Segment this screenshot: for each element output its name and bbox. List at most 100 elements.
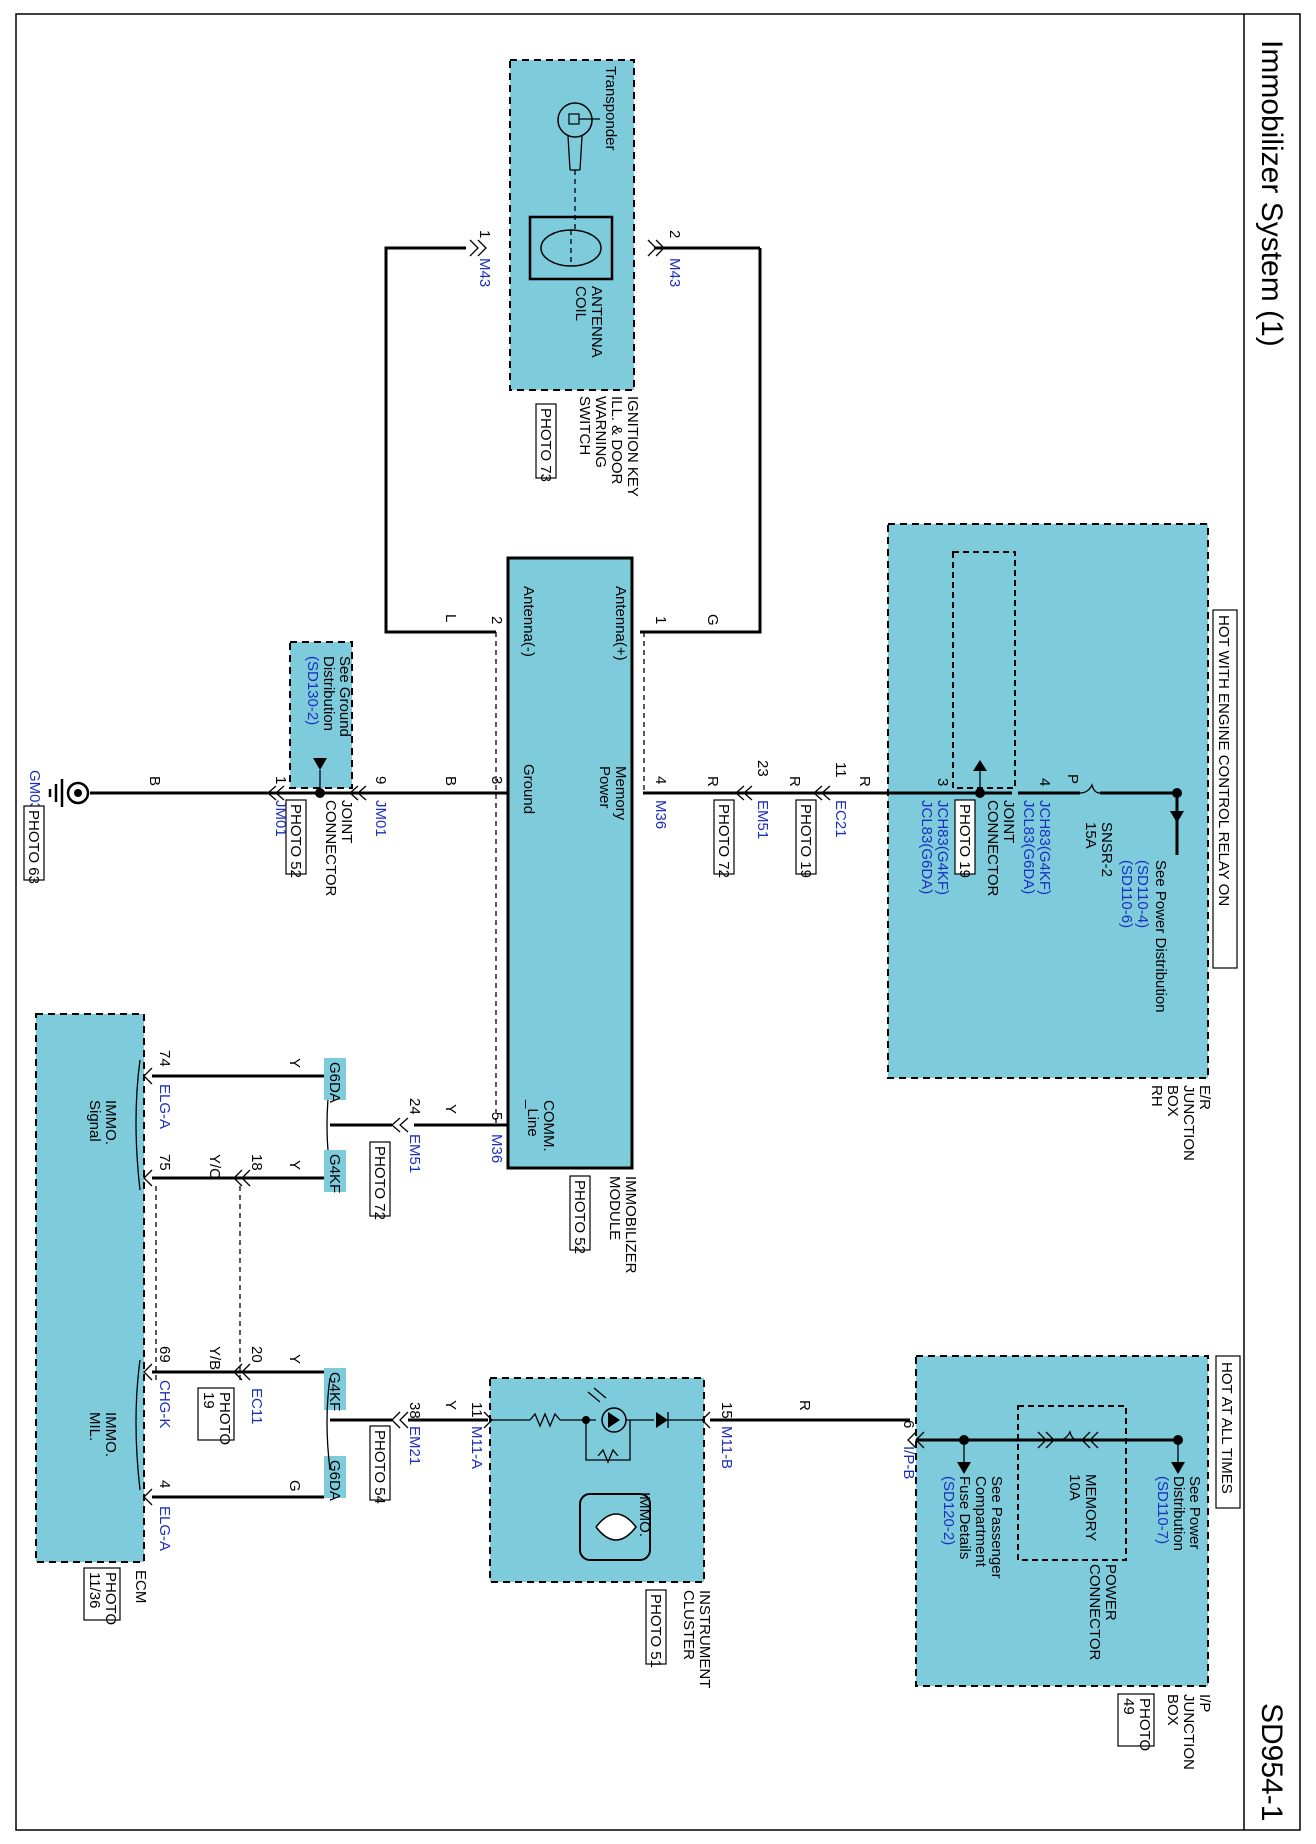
instrument-cluster: IMMO. INSTRUMENT CLUSTER PHOTO 51	[489, 1377, 713, 1688]
em21-conn[interactable]: EM21	[406, 1426, 423, 1465]
ec11-photo-box	[197, 1387, 235, 1441]
cluster-name-1: INSTRUMENT	[696, 1590, 713, 1688]
m43-conn-1[interactable]: M43	[476, 258, 493, 287]
jm01-pin9-icon	[349, 785, 367, 801]
m11b-pin: 15	[718, 1402, 735, 1419]
ignition-name-3: WARNING	[592, 396, 609, 468]
wire-color-y-mil: Y	[442, 1400, 459, 1410]
joint-gnd-ref[interactable]: (SD130-2)	[304, 656, 321, 725]
ecm-pin4-icon	[143, 1488, 153, 1506]
em51-b-photo-box	[369, 1141, 391, 1217]
antenna-minus-label: Antenna(-)	[520, 586, 537, 657]
ec21-conn[interactable]: EC21	[832, 800, 849, 838]
comm-label-1: COMM.	[540, 1100, 557, 1152]
page-title: Immobilizer System (1)	[1255, 40, 1288, 347]
joint-gnd-see-1: See Ground	[336, 656, 353, 737]
ecm-conn-chg-k[interactable]: CHG-K	[156, 1380, 173, 1428]
jm01-pin1-icon	[267, 785, 285, 801]
ip-power-connector-outline	[1017, 1405, 1127, 1561]
ec11-pin18-icon	[233, 1169, 251, 1187]
ec21-connector-icon	[813, 785, 831, 801]
m11a-conn[interactable]: M11-A	[468, 1426, 485, 1469]
ip-box-name-1: I/P	[1196, 1694, 1213, 1712]
m43-conn-2[interactable]: M43	[666, 258, 683, 287]
wire-color-yo: Y/O	[206, 1154, 223, 1180]
hot-relay-header-text: HOT WITH ENGINE CONTROL RELAY ON	[1215, 615, 1232, 906]
ecm-mil-2: MIL.	[86, 1412, 103, 1441]
em21-pin: 38	[406, 1402, 423, 1419]
page-frame	[15, 13, 1301, 1831]
joint-gnd-photo-box	[285, 799, 307, 875]
m36-conn-power[interactable]: M36	[652, 800, 669, 829]
em51-b-conn[interactable]: EM51	[406, 1134, 423, 1173]
er-conn-bottom-1[interactable]: JCH83(G4KF)	[934, 800, 951, 895]
ecm-pin-69: 69	[156, 1346, 173, 1363]
em51-photo: PHOTO 72	[715, 804, 732, 878]
ip-pass-ref[interactable]: (SD120-2)	[940, 1476, 957, 1545]
er-junction-box: HOT WITH ENGINE CONTROL RELAY ON See Pow…	[887, 523, 1238, 1161]
ecm-conn-elg-a-1[interactable]: ELG-A	[156, 1084, 173, 1129]
er-conn-bottom-2[interactable]: JCL83(G6DA)	[918, 800, 935, 894]
jm01-conn-a[interactable]: JM01	[372, 800, 389, 837]
ip-power-ref[interactable]: (SD110-7)	[1154, 1476, 1171, 1544]
ec11-photo-1: PHOTO	[216, 1392, 233, 1445]
ground-photo: PHOTO 63	[25, 810, 42, 884]
ground-symbol-icon	[48, 779, 90, 807]
ec11-pin-b: 20	[248, 1346, 265, 1363]
ignition-photo-box	[535, 403, 557, 479]
variant-g4kf-2: G4KF	[326, 1372, 343, 1411]
wire-color-p: P	[1064, 774, 1081, 784]
m11a-pin: 11	[468, 1402, 485, 1418]
ecm-conn-elg-a-2[interactable]: ELG-A	[156, 1506, 173, 1551]
ip-pass-arrow-icon	[957, 1462, 971, 1474]
ec11-pin20-icon	[233, 1363, 251, 1381]
er-fuse-name: SNSR-2	[1098, 822, 1115, 877]
jm01-conn-b[interactable]: JM01	[272, 800, 289, 837]
em51-connector-icon	[735, 785, 753, 801]
ignition-key-switch: Transponder ANTENNA COIL IGNITION KEY IL…	[509, 59, 641, 497]
ip-photo-2: 49	[1120, 1698, 1137, 1715]
er-power-ref-2[interactable]: (SD110-6)	[1118, 860, 1135, 928]
er-joint-arrow-icon	[973, 760, 987, 771]
m11a-pin-icon	[483, 1411, 493, 1429]
er-conn-top-1[interactable]: JCH83(G4KF)	[1036, 800, 1053, 895]
m43-pin1-icon	[469, 239, 487, 257]
m43-pin2-icon	[647, 239, 665, 257]
ecm-name: ECM	[132, 1570, 149, 1603]
wire-color-r-cluster: R	[796, 1400, 813, 1411]
immo-car-icon	[595, 1513, 637, 1541]
er-pin-top: 4	[1036, 778, 1053, 786]
cluster-immo-label: IMMO.	[636, 1492, 653, 1537]
ec21-photo-box	[795, 799, 817, 875]
ground-id[interactable]: GM03	[26, 770, 43, 811]
m11b-conn[interactable]: M11-B	[718, 1426, 735, 1469]
er-photo: PHOTO 19	[956, 804, 973, 878]
variant-g6da-2: G6DA	[326, 1460, 343, 1501]
er-power-ref-1[interactable]: (SD110-4)	[1134, 860, 1151, 928]
wire-color-g-antenna: G	[704, 614, 721, 626]
er-conn-top-2[interactable]: JCL83(G6DA)	[1020, 800, 1037, 894]
ecm-photo-2: 11/36	[86, 1572, 103, 1608]
em51-b-pin: 24	[406, 1098, 423, 1115]
ip-b-conn[interactable]: I/P-B	[900, 1446, 917, 1479]
ip-fuse-amp: 10A	[1066, 1474, 1083, 1501]
ec11-conn[interactable]: EC11	[248, 1388, 265, 1424]
hot-always-header	[1215, 1355, 1241, 1509]
mil-split-icon	[326, 1377, 331, 1471]
cluster-parallel-branch	[585, 1420, 631, 1461]
antenna-plus-wire	[640, 248, 762, 634]
wire-color-y-2: Y	[286, 1160, 303, 1170]
immo-photo-box	[569, 1175, 591, 1251]
antenna-minus-wire	[384, 246, 496, 634]
em51-photo-box	[713, 799, 735, 875]
em51-conn[interactable]: EM51	[754, 800, 771, 839]
em21-photo-box	[369, 1425, 391, 1501]
wire-color-r-1: R	[856, 776, 873, 787]
m36-conn-comm[interactable]: M36	[488, 1134, 505, 1163]
immobilizer-module-body	[506, 556, 634, 1170]
er-fuse-icon	[1079, 783, 1101, 794]
ip-box-name-3: BOX	[1164, 1694, 1181, 1726]
ec11-photo-2: 19	[200, 1392, 217, 1409]
joint-connector-gnd: See Ground Distribution (SD130-2) JOINT …	[285, 641, 355, 897]
ecm-signal-2: Signal	[86, 1100, 103, 1142]
